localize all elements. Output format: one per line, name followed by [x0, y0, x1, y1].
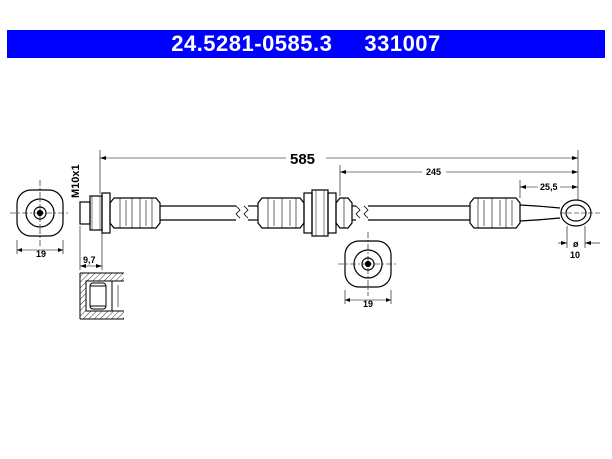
reference-number: 331007: [364, 31, 441, 56]
diameter-symbol: ø: [573, 239, 579, 249]
middle-hex-dimension: 19: [363, 299, 373, 309]
total-length-dimension: [99, 150, 579, 200]
left-end-view: [10, 180, 70, 254]
eye-offset-dimension: [519, 180, 578, 198]
eye-diameter-value: 10: [570, 250, 580, 260]
section-detail: [79, 272, 124, 320]
total-length-value: 585: [290, 151, 315, 168]
thread-length-dimension: [79, 226, 103, 270]
part-number: 24.5281-0585.3: [171, 31, 333, 56]
partial-length-value: 245: [426, 167, 441, 177]
middle-end-view: [338, 232, 398, 304]
eye-offset-value: 25,5: [540, 182, 558, 192]
left-hex-dimension: 19: [36, 249, 46, 259]
thread-label: M10x1: [70, 164, 82, 198]
title-bar: 24.5281-0585.3 331007: [7, 30, 605, 58]
thread-length-value: 9,7: [83, 255, 96, 265]
eye-diameter-dimension: [558, 226, 600, 248]
partial-length-dimension: [339, 165, 578, 196]
hose-assembly: [79, 189, 600, 237]
